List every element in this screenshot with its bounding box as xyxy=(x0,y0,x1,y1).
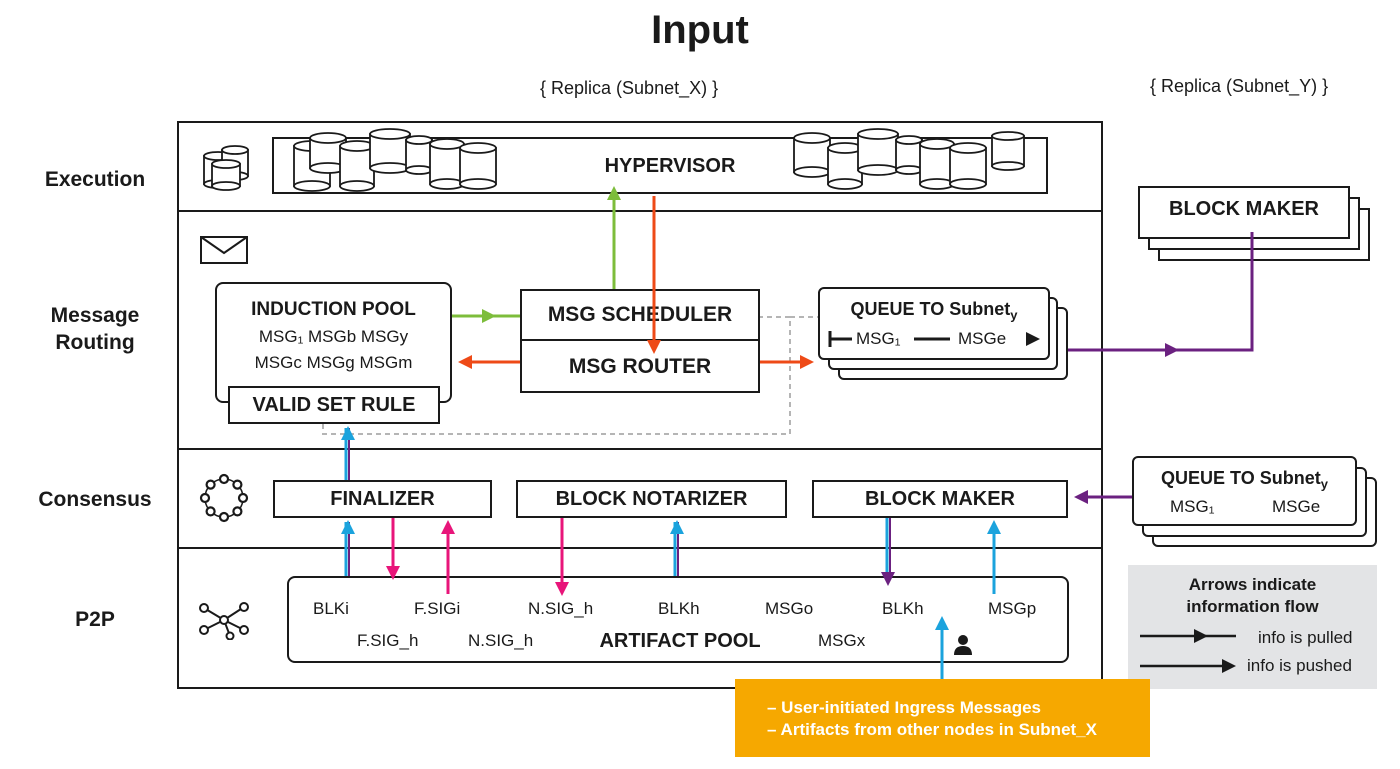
queue-to-subnet-box xyxy=(818,287,1050,360)
replica-x-label: { Replica (Subnet_X) } xyxy=(540,78,719,98)
arrowhead xyxy=(341,426,355,440)
artifact-nsig-h: N.SIG_h xyxy=(468,631,534,650)
induction-pool-msgs-1: MSG₁ MSGb MSGy xyxy=(258,327,409,346)
artifact-pool-box xyxy=(287,576,1069,663)
arrow-queue-to-subnet-y xyxy=(1068,232,1254,352)
ingress-line-1: – User-initiated Ingress Messages xyxy=(767,698,1042,717)
artifact-blk-i: BLKi xyxy=(313,599,349,618)
subnet-y-queue-box xyxy=(1132,456,1357,526)
queue-sequence-arrow xyxy=(828,331,1040,347)
arrowhead xyxy=(1074,490,1088,504)
queue-msg-first: MSG₁ xyxy=(856,329,901,348)
hypervisor-label: HYPERVISOR xyxy=(604,155,736,177)
arrowhead xyxy=(647,340,661,354)
arrowhead xyxy=(482,309,496,323)
legend-heading-1: Arrows indicate xyxy=(1188,575,1317,594)
arrowhead xyxy=(341,520,355,534)
canister-icon xyxy=(793,132,831,178)
artifact-msg-x: MSGx xyxy=(818,631,866,650)
canister-icon xyxy=(919,138,955,190)
arrowhead xyxy=(555,582,569,596)
artifact-msg-p: MSGp xyxy=(988,599,1037,618)
subnet-y-block-maker-label: BLOCK MAKER xyxy=(1169,198,1319,220)
legend-panel xyxy=(1128,565,1377,689)
legend-arrows xyxy=(1140,629,1236,673)
ingress-line-2: – Artifacts from other nodes in Subnet_X xyxy=(767,720,1097,739)
arrowhead xyxy=(607,186,621,200)
canister-icon xyxy=(827,142,863,190)
finalizer-box xyxy=(273,480,492,518)
canister-icon xyxy=(991,131,1025,171)
arrowhead xyxy=(987,520,1001,534)
layer-label-message-routing-1: Message xyxy=(50,304,140,327)
artifact-blk-h: BLKh xyxy=(882,599,924,618)
artifact-fsig-i: F.SIGi xyxy=(414,599,461,618)
canister-icon xyxy=(949,142,987,190)
network-graph-icon xyxy=(199,602,249,640)
consensus-ring-icon xyxy=(199,473,249,523)
msg-router-label: MSG ROUTER xyxy=(568,355,712,378)
canister-icon xyxy=(857,128,899,176)
artifact-fsig-h: F.SIG_h xyxy=(357,631,419,650)
arrowhead xyxy=(1165,343,1179,357)
arrowhead xyxy=(441,520,455,534)
diagram-title: Input xyxy=(651,8,749,52)
block-notarizer-box xyxy=(516,480,787,518)
user-icon xyxy=(954,635,972,655)
canister-icon xyxy=(309,132,347,174)
layer-label-message-routing-2: Routing xyxy=(55,331,135,354)
artifact-pool-label: ARTIFACT POOL xyxy=(599,630,761,652)
layer-divider xyxy=(177,547,1103,549)
arrowhead xyxy=(670,520,684,534)
arrowhead xyxy=(386,566,400,580)
subnet-y-queue-msg-first: MSG₁ xyxy=(1170,497,1215,516)
subnet-y-queue-title: QUEUE TO Subnety xyxy=(1161,468,1328,492)
legend-pushed-label: info is pushed xyxy=(1247,656,1352,675)
block-maker-label: BLOCK MAKER xyxy=(865,488,1015,510)
canisters-graphic xyxy=(203,128,1025,192)
canister-icon xyxy=(459,142,497,190)
envelope-icon xyxy=(200,236,248,264)
scheduler-router-box xyxy=(520,289,760,393)
block-maker-box xyxy=(812,480,1068,518)
layer-divider xyxy=(177,448,1103,450)
valid-set-rule-label: VALID SET RULE xyxy=(252,394,416,416)
valid-set-rule-box xyxy=(228,386,440,424)
artifact-blk-h: BLKh xyxy=(658,599,700,618)
layer-label-p2p: P2P xyxy=(75,608,115,631)
msg-scheduler-label: MSG SCHEDULER xyxy=(547,303,733,326)
canister-icon xyxy=(369,128,411,174)
legend-heading-2: information flow xyxy=(1186,597,1319,616)
artifact-nsig-h: N.SIG_h xyxy=(528,599,594,618)
queue-title: QUEUE TO Subnety xyxy=(850,299,1018,323)
arrowhead xyxy=(881,572,895,586)
ingress-callout: – User-initiated Ingress Messages – Arti… xyxy=(735,679,1150,757)
replica-y-label: { Replica (Subnet_Y) } xyxy=(1150,76,1329,96)
finalizer-label: FINALIZER xyxy=(330,488,435,510)
layer-label-consensus: Consensus xyxy=(38,488,152,511)
arrowhead xyxy=(800,355,814,369)
induction-pool-box xyxy=(215,282,452,403)
block-notarizer-label: BLOCK NOTARIZER xyxy=(555,488,748,510)
induction-pool-title: INDUCTION POOL xyxy=(251,299,416,320)
subnet-y-queue-msg-last: MSGe xyxy=(1272,497,1321,516)
queue-msg-last: MSGe xyxy=(958,329,1007,348)
canister-icon xyxy=(429,138,465,190)
canister-icon xyxy=(211,159,241,191)
induction-pool-msgs-2: MSGc MSGg MSGm xyxy=(254,353,413,372)
layer-divider xyxy=(177,210,1103,212)
arrowhead xyxy=(458,355,472,369)
layer-label-execution: Execution xyxy=(44,168,146,191)
subnet-y-block-maker-box xyxy=(1138,186,1350,239)
dashed-connector xyxy=(322,316,791,435)
scheduler-router-divider xyxy=(520,339,760,341)
artifact-msg-o: MSGo xyxy=(765,599,814,618)
arrowhead xyxy=(935,616,949,630)
legend-pulled-label: info is pulled xyxy=(1258,628,1353,647)
canister-icon xyxy=(405,135,433,175)
